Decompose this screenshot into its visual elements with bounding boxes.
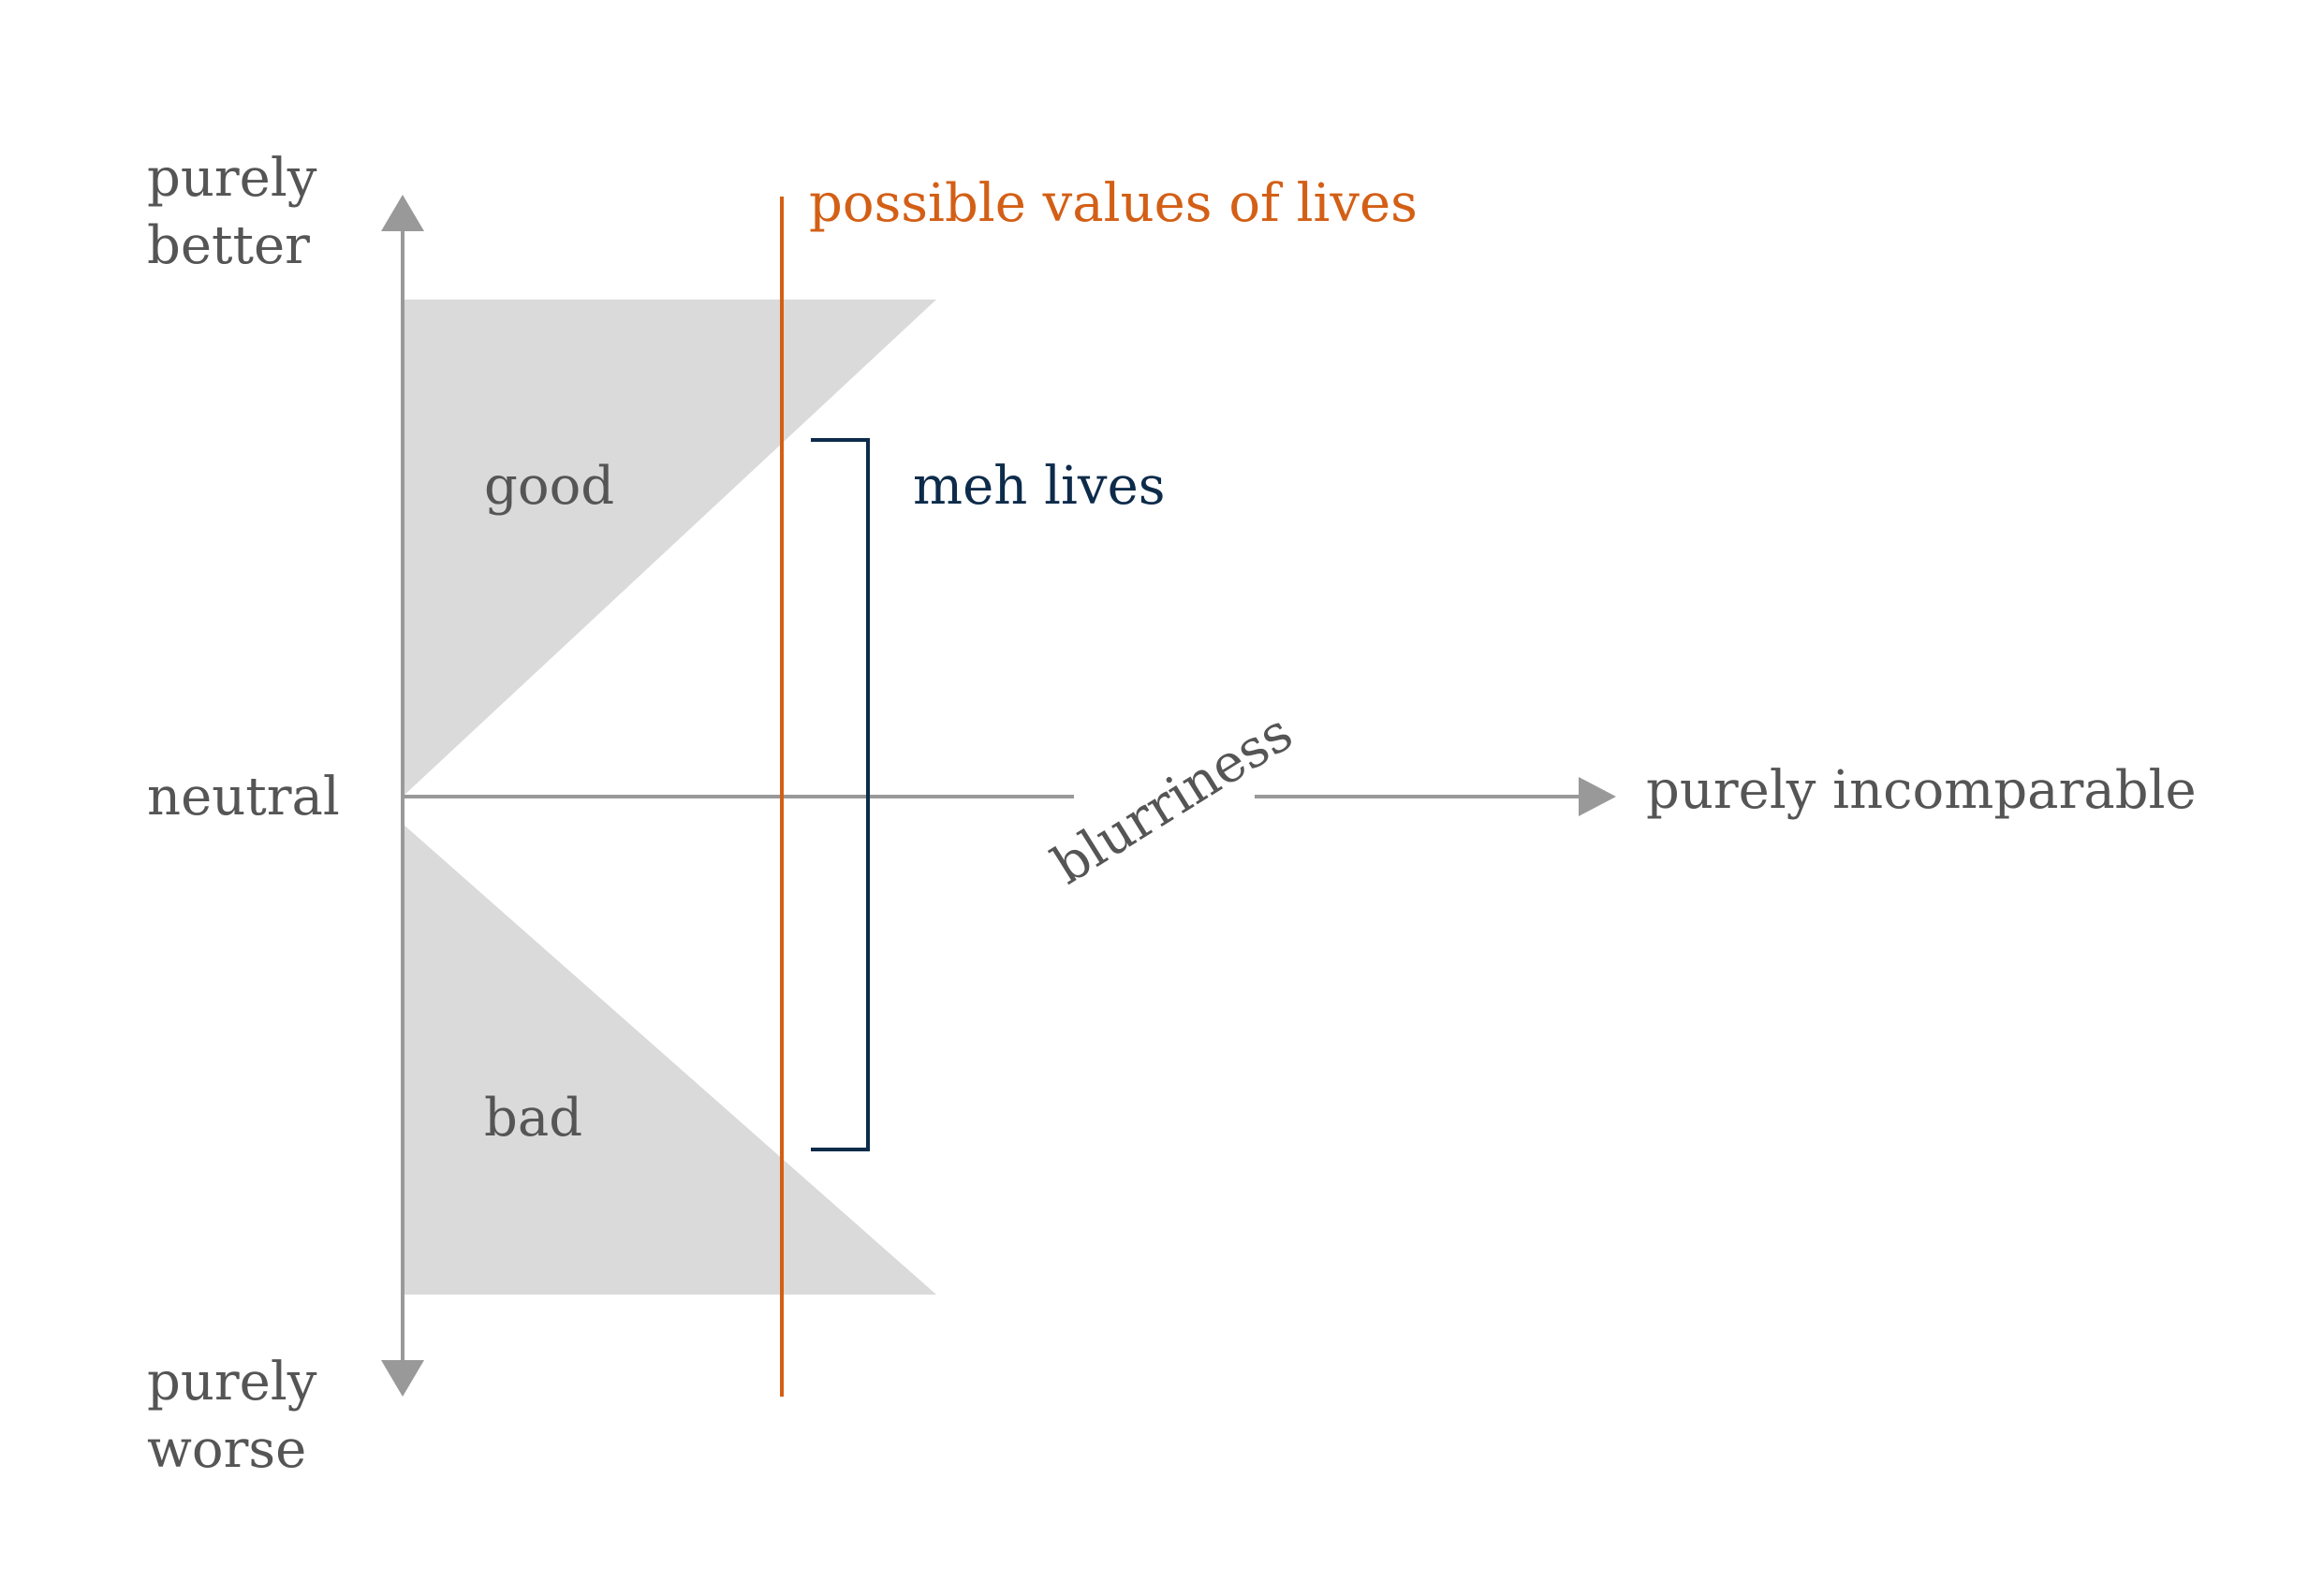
good-label: good (484, 456, 614, 517)
down-arrow-icon (381, 1360, 424, 1397)
top-label-line-2: better (147, 215, 310, 276)
meh-lives-label: meh lives (913, 456, 1165, 517)
bottom-label-line-1: purely (147, 1352, 317, 1413)
bottom-label: purely worse (147, 1352, 333, 1480)
bottom-label-line-2: worse (147, 1419, 306, 1480)
meh-lives-bracket (811, 438, 870, 1151)
top-label: purely better (147, 148, 333, 276)
bad-region (403, 824, 936, 1295)
up-arrow-icon (381, 195, 424, 231)
top-label-line-1: purely (147, 148, 317, 209)
possible-values-label: possible values of lives (809, 173, 1418, 234)
blurriness-label: blurriness (1042, 702, 1303, 897)
neutral-label: neutral (147, 767, 340, 827)
bad-label: bad (484, 1088, 582, 1149)
purely-incomparable-label: purely incomparable (1646, 760, 2197, 821)
good-region (403, 300, 936, 797)
right-arrow-icon (1579, 777, 1616, 816)
horizontal-axis (403, 777, 1616, 816)
